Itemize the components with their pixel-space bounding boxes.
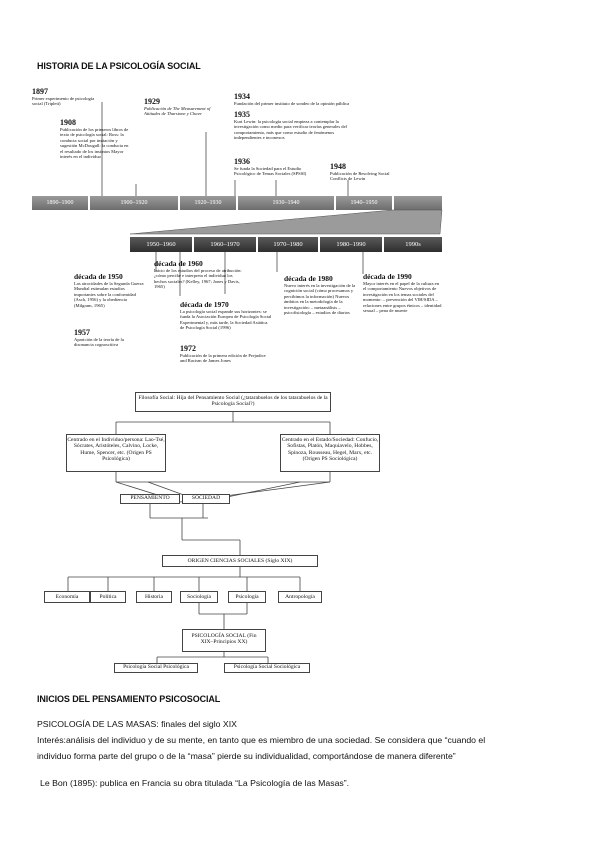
diagram-psicologia-social: PSICOLOGÍA SOCIAL (Fin XIX–Principios XX… <box>182 629 266 652</box>
diagram-origen: ORIGEN CIENCIAS SOCIALES (Siglo XIX) <box>162 555 318 567</box>
decade-1980: década de 1980 Nuevo interés en la inves… <box>284 274 358 315</box>
decade-1980-title: década de 1980 <box>284 274 333 283</box>
event-1929-text: Publicación de The Measurement of Attitu… <box>144 106 211 117</box>
decade-1990: década de 1990 Mayor interés en el papel… <box>363 272 443 313</box>
lebon-line: Le Bon (1895): publica en Francia su obr… <box>40 778 350 788</box>
science-economia: Economía <box>44 591 90 603</box>
event-1897-text: Primer experimento de psicología social … <box>32 96 95 107</box>
event-1897: 1897 Primer experimento de psicología so… <box>32 87 102 107</box>
diagram-pensamiento: PENSAMIENTO <box>120 494 180 504</box>
decade-1990-title: década de 1990 <box>363 272 412 281</box>
event-1957-year: 1957 <box>74 328 90 337</box>
decade-1960: década de 1960 Inicio de los estudios de… <box>154 259 242 290</box>
event-1908: 1908 Publicación de los primeros libros … <box>60 118 132 159</box>
section-heading-historia: HISTORIA DE LA PSICOLOGÍA SOCIAL <box>37 61 201 71</box>
event-1929-year: 1929 <box>144 97 160 106</box>
event-1934: 1934 Fundación del primer instituto de s… <box>234 92 384 106</box>
band-1940: 1940–1950 <box>336 196 394 210</box>
band-1970: 1970–1980 <box>258 237 320 252</box>
event-1934-year: 1934 <box>234 92 250 101</box>
decade-1960-text: Inicio de los estudios del proceso de at… <box>154 268 242 290</box>
decade-1970-title: década de 1970 <box>180 300 229 309</box>
diagram-ps-sociologica: Psicología Social Sociológica <box>224 663 310 673</box>
science-psicologia: Psicología <box>228 591 266 603</box>
science-antropologia: Antropología <box>278 591 322 603</box>
event-1908-text: Publicación de los primeros libros de te… <box>60 127 129 160</box>
event-1908-year: 1908 <box>60 118 76 127</box>
band-1920: 1920–1930 <box>180 196 238 210</box>
timeline-bottom-band: 1950–1960 1960–1970 1970–1980 1980–1990 … <box>130 237 442 252</box>
decade-1970: década de 1970 La psicología social expa… <box>180 300 272 331</box>
band-1890: 1890–1900 <box>32 196 90 210</box>
timeline-connectors <box>101 102 443 296</box>
event-1936-year: 1936 <box>234 157 250 166</box>
section-heading-inicios: INICIOS DEL PENSAMIENTO PSICOSOCIAL <box>37 694 221 704</box>
science-historia: Historia <box>136 591 172 603</box>
event-1934-text: Fundación del primer instituto de sondeo… <box>234 101 350 106</box>
band-1980: 1980–1990 <box>320 237 384 252</box>
diagram-root: Filosofía Social: Hija del Pensamiento S… <box>135 392 331 412</box>
diagram-sociedad: SOCIEDAD <box>182 494 230 504</box>
event-1957: 1957 Aparición de la teoría de la disona… <box>74 328 144 348</box>
event-1897-year: 1897 <box>32 87 48 96</box>
timeline-figure: 1890–1900 1900–1920 1920–1930 1930–1940 … <box>30 82 446 374</box>
decade-1970-text: La psicología social expande sus horizon… <box>180 309 272 331</box>
science-sociologia: Sociología <box>180 591 218 603</box>
timeline-top-band: 1890–1900 1900–1920 1920–1930 1930–1940 … <box>32 196 442 210</box>
event-1936-text: Se funda la Sociedad para el Estudio Psi… <box>234 166 307 177</box>
decade-1960-title: década de 1960 <box>154 259 203 268</box>
diagram-ps-psicologica: Psicología Social Psicológica <box>114 663 198 673</box>
diagram-individuo: Centrado en el Individuo/persona: Lao-Ts… <box>66 434 166 472</box>
event-1972-text: Publicación de la primera edición de Pre… <box>180 353 266 364</box>
event-1972: 1972 Publicación de la primera edición d… <box>180 344 272 364</box>
event-1948-year: 1948 <box>330 162 346 171</box>
event-1948: 1948 Publicación de Resolving Social Con… <box>330 162 406 182</box>
band-1950: 1950–1960 <box>130 237 194 252</box>
event-1929: 1929 Publicación de The Measurement of A… <box>144 97 222 117</box>
event-1935-year: 1935 <box>234 110 250 119</box>
masas-line-2: individuo forma parte del grupo o de la … <box>37 751 456 761</box>
diagram-sociedad-origin: Centrado en el Estado/Sociedad: Confucio… <box>280 434 380 472</box>
science-politica: Política <box>90 591 126 603</box>
band-1900: 1900–1920 <box>90 196 180 210</box>
decade-1980-text: Nuevo interés en la investigación de la … <box>284 283 356 316</box>
decade-1950-text: Las atrocidades de la Segunda Guerra Mun… <box>74 281 144 308</box>
event-1936: 1936 Se funda la Sociedad para el Estudi… <box>234 157 320 177</box>
event-1957-text: Aparición de la teoría de la disonancia … <box>74 337 124 348</box>
event-1948-text: Publicación de Resolving Social Conflict… <box>330 171 390 182</box>
event-1935: 1935 Kurt Lewin: la psicología social em… <box>234 110 354 141</box>
masas-line-1: Interés:análisis del individuo y de su m… <box>37 735 486 745</box>
decade-1950: década de 1950 Las atrocidades de la Seg… <box>74 272 146 308</box>
decade-1950-title: década de 1950 <box>74 272 123 281</box>
band-1990s: 1990s <box>405 241 421 248</box>
masas-title: PSICOLOGÍA DE LAS MASAS: finales del sig… <box>37 719 237 729</box>
event-1972-year: 1972 <box>180 344 196 353</box>
band-1960: 1960–1970 <box>194 237 258 252</box>
decade-1990-text: Mayor interés en el papel de la cultura … <box>363 281 442 314</box>
band-1930: 1930–1940 <box>238 196 336 210</box>
event-1935-text: Kurt Lewin: la psicología social empieza… <box>234 119 347 141</box>
